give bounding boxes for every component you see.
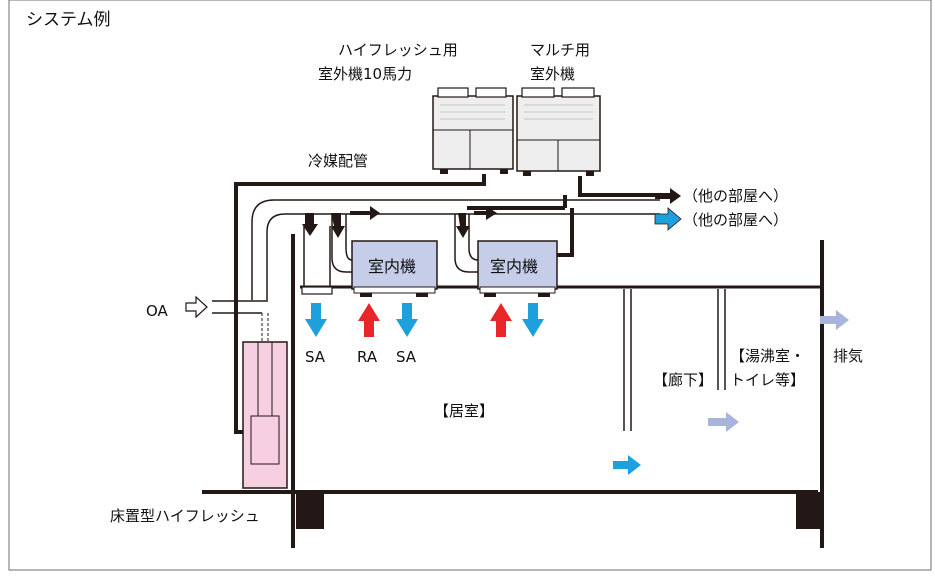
indoor-unit-1 [351, 240, 438, 297]
other-rooms-refrigerant-arrow-icon [655, 188, 681, 204]
sa-diffuser-left [301, 226, 333, 295]
duct-flow-arrows [302, 206, 497, 238]
sa-arrow-1-icon [305, 303, 327, 337]
exhaust-arrow-icon [820, 310, 849, 330]
sa-arrow-2-icon [396, 303, 418, 337]
utility-flow-arrow-icon [708, 412, 739, 432]
multi-outdoor-unit [516, 87, 601, 176]
sa-label-1: SA [305, 348, 326, 366]
corridor-label: 【廊下】 [653, 371, 713, 389]
hifresh-outdoor-label-1: ハイフレッシュ用 [338, 41, 458, 59]
oa-label: OA [146, 302, 169, 320]
refrigerant-pipes [234, 174, 660, 434]
utility-room-label-1: 【湯沸室・ [730, 347, 805, 365]
floor-beam-left [296, 492, 324, 529]
duct-branches [331, 214, 479, 273]
figure-title: システム例 [26, 10, 111, 30]
indoor-unit-2-label: 室内機 [490, 257, 538, 276]
figure-frame [8, 0, 932, 571]
outdoor-air-intake [212, 300, 269, 342]
to-other-rooms-label-1: （他の部屋へ） [683, 187, 788, 205]
sa-label-2: SA [396, 348, 417, 366]
hifresh-outdoor-label-2: 室外機10馬力 [318, 65, 412, 83]
multi-outdoor-label-2: 室外機 [530, 65, 575, 83]
indoor-unit-1-label: 室内機 [368, 257, 416, 276]
floor-unit-label: 床置型ハイフレッシュ [110, 507, 260, 525]
ra-arrow-2-icon [490, 303, 512, 337]
corridor-flow-arrow-icon [613, 455, 641, 475]
floor-beam-right [796, 492, 820, 529]
refrigerant-piping-label: 冷媒配管 [308, 152, 368, 170]
exhaust-label: 排気 [833, 347, 863, 365]
other-rooms-air-arrow-icon [654, 207, 682, 231]
floor-standing-hifresh-unit [242, 341, 288, 489]
living-room-label: 【居室】 [434, 402, 494, 420]
multi-outdoor-label-1: マルチ用 [530, 41, 590, 59]
hifresh-outdoor-unit [432, 87, 514, 174]
oa-arrow-icon [185, 295, 208, 319]
supply-duct [251, 199, 660, 300]
ra-label: RA [357, 348, 378, 366]
to-other-rooms-label-2: （他の部屋へ） [683, 211, 788, 229]
utility-room-label-2: トイレ等】 [730, 371, 805, 389]
ra-arrow-1-icon [358, 303, 380, 337]
indoor-unit-2 [477, 240, 558, 297]
sa-arrow-3-icon [522, 303, 544, 337]
